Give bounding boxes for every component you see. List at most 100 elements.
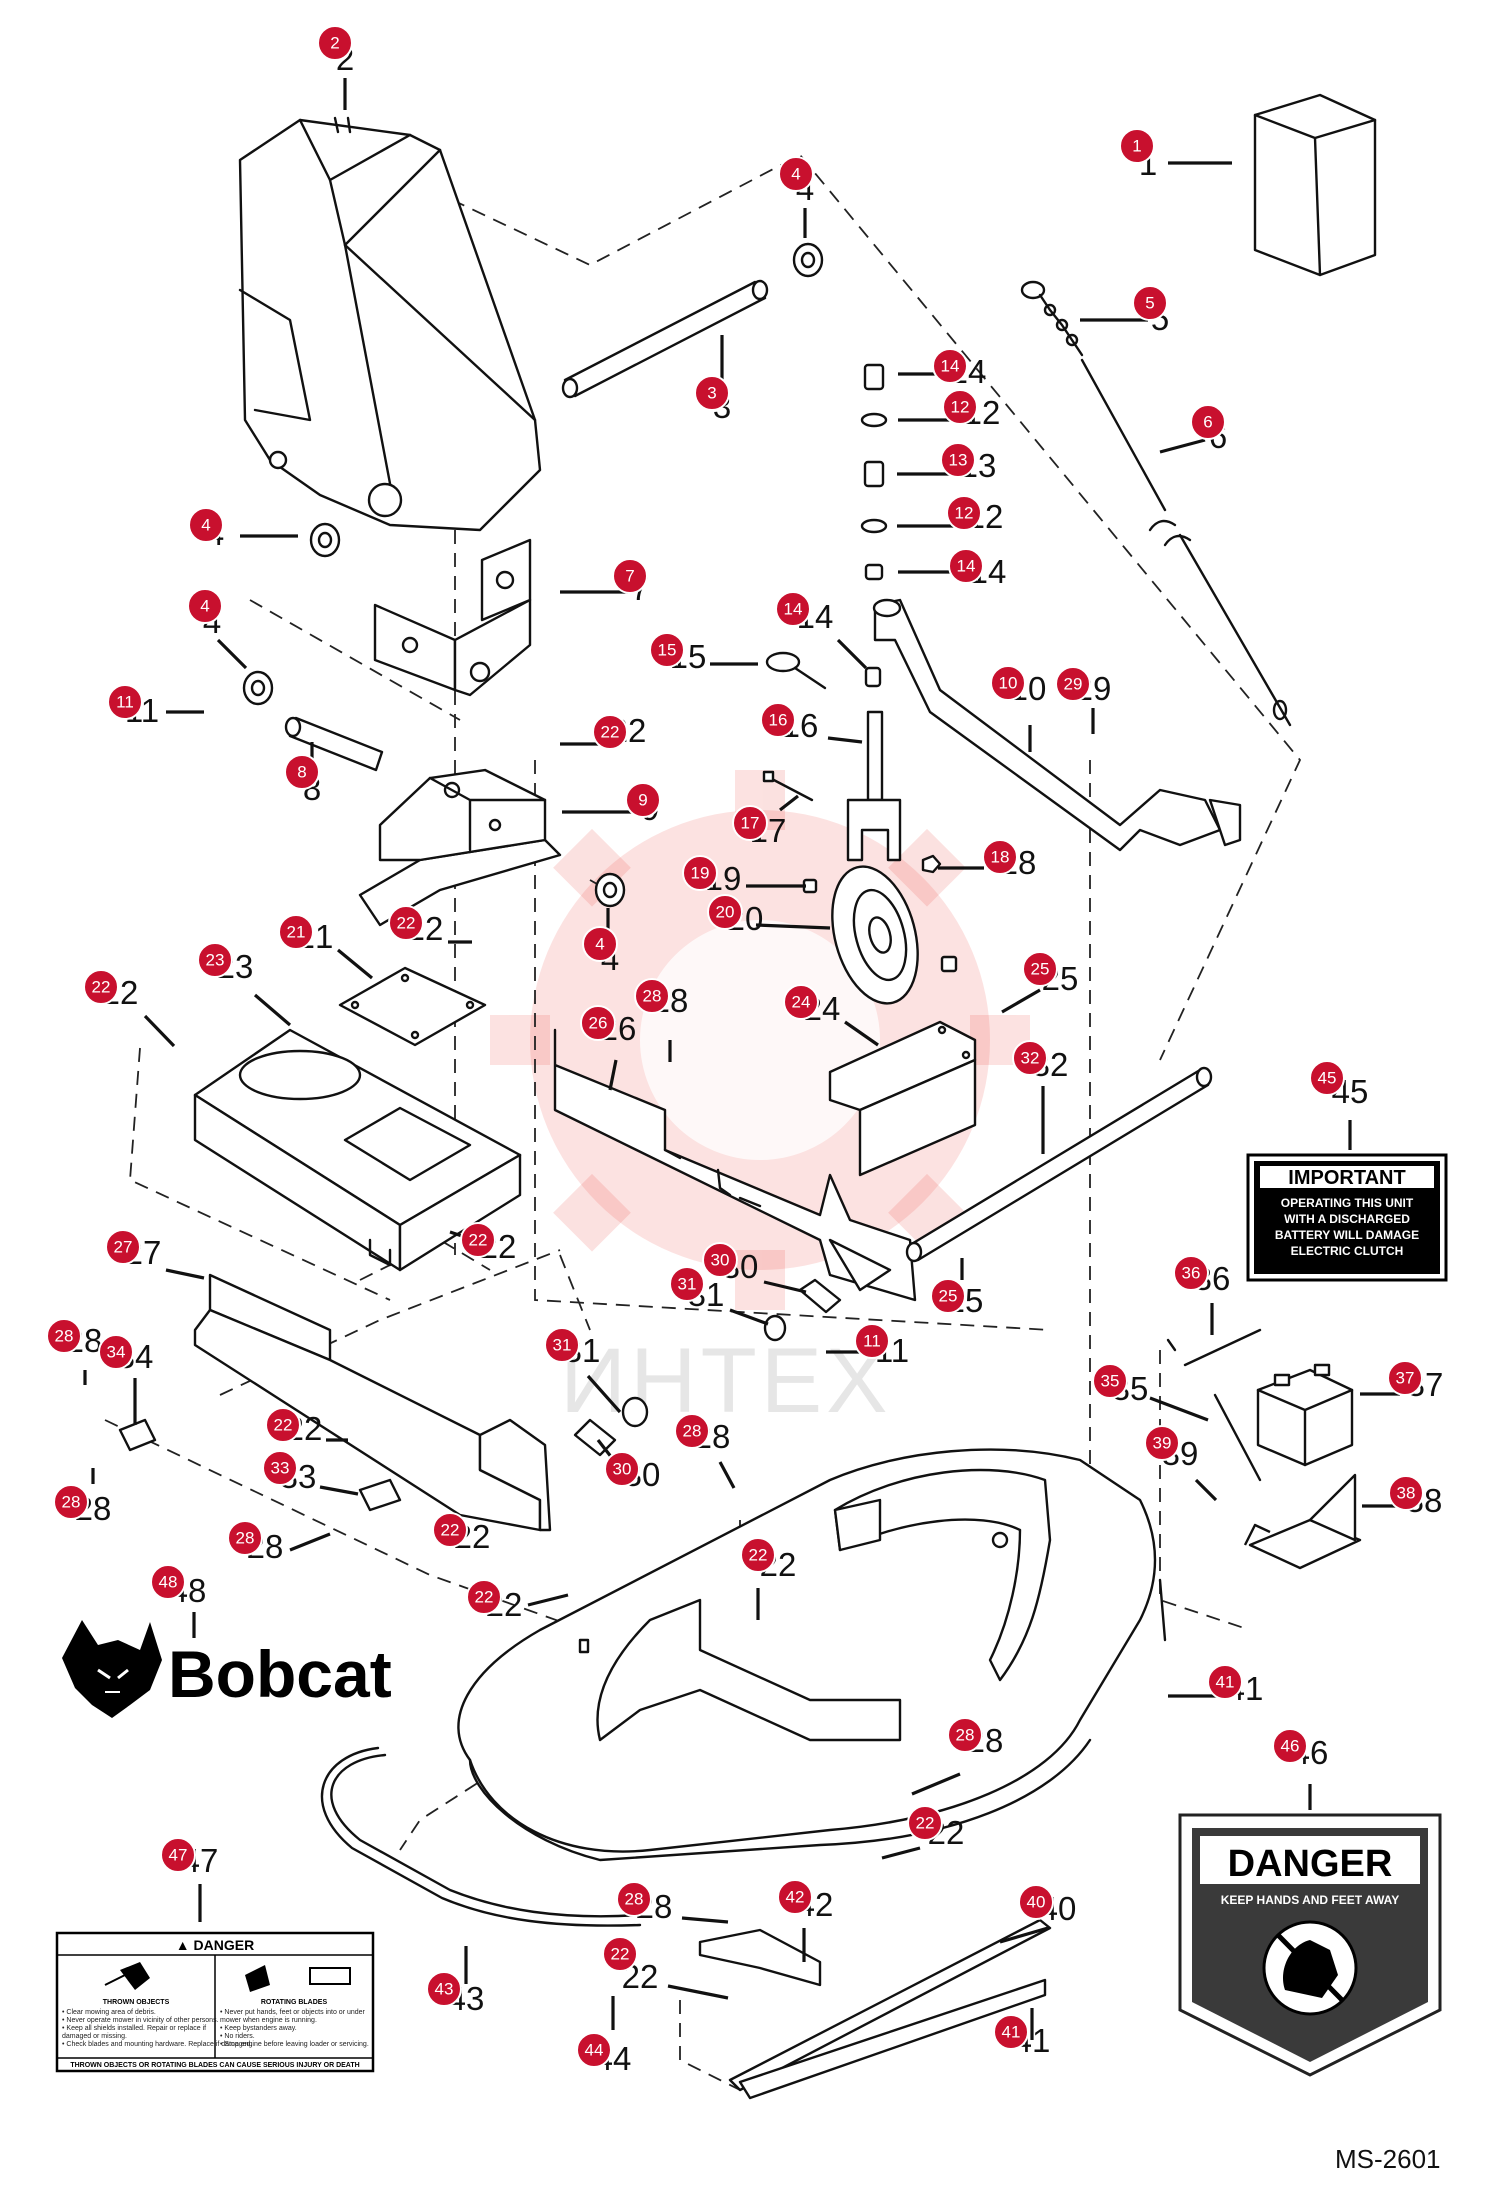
callout-badge: 46	[1272, 1728, 1308, 1764]
bearing-31-right	[763, 1314, 787, 1342]
col1-line-1: • Clear mowing area of debris.	[62, 2009, 156, 2016]
callout-leader-line	[1194, 1478, 1218, 1502]
important-line-4: ELECTRIC CLUTCH	[1291, 1244, 1404, 1258]
callout-badge-label: 22	[601, 723, 620, 742]
callout-badge: 22	[466, 1579, 502, 1615]
callout-badge: 18	[982, 839, 1018, 875]
callout-badge-label: 30	[711, 1251, 730, 1270]
callout-badge-label: 24	[792, 993, 811, 1012]
callout-badge-label: 8	[297, 763, 306, 782]
callout-badge: 27	[105, 1229, 141, 1265]
callout-badge-label: 25	[1031, 960, 1050, 979]
callout-4: 44	[582, 908, 619, 977]
callout-badge-label: 46	[1281, 1737, 1300, 1756]
bolt-17	[762, 770, 814, 802]
bracket-30-right	[798, 1278, 842, 1314]
callout-badge: 28	[53, 1484, 89, 1520]
callout-badge-label: 12	[951, 398, 970, 417]
danger-hands-title: DANGER	[1228, 1843, 1393, 1885]
callout-leader-line	[911, 1772, 961, 1796]
callout-badge-label: 2	[330, 34, 339, 53]
callout-badge: 23	[197, 942, 233, 978]
callout-badge-label: 12	[955, 504, 974, 523]
callout-badge: 17	[732, 805, 768, 841]
callout-badge: 25	[930, 1278, 966, 1314]
callout-badge-label: 3	[707, 384, 716, 403]
shaft-3	[561, 279, 769, 399]
rod-35	[1213, 1393, 1262, 1482]
spacer-stack	[860, 363, 888, 688]
battery-37	[1256, 1363, 1354, 1467]
callout-badge-label: 21	[287, 923, 306, 942]
callout-badge-label: 28	[956, 1726, 975, 1745]
callout-badge-label: 30	[613, 1460, 632, 1479]
caster-wheel-20	[831, 865, 958, 1005]
callout-badge: 2	[317, 25, 353, 61]
callout-badge-label: 20	[716, 903, 735, 922]
callout-badge-label: 28	[236, 1529, 255, 1548]
callout-leader-line	[1149, 1396, 1209, 1422]
callout-badge: 13	[940, 442, 976, 478]
callout-badge-label: 28	[62, 1493, 81, 1512]
callout-badge: 22	[83, 969, 119, 1005]
callout-badge-label: 39	[1153, 1434, 1172, 1453]
callout-badge-label: 16	[769, 711, 788, 730]
callout-leader-line	[999, 1926, 1049, 1944]
callout-leader-line	[827, 736, 863, 744]
callout-leader-line	[763, 1280, 807, 1294]
important-line-2: WITH A DISCHARGED	[1284, 1212, 1410, 1226]
brand-name: Bobcat	[168, 1637, 392, 1711]
bearing-4-top	[792, 242, 824, 278]
callout-badge-label: 14	[784, 600, 803, 619]
decal-danger-hands: DANGER KEEP HANDS AND FEET AWAY	[1178, 1813, 1442, 2077]
callout-badge: 22	[460, 1222, 496, 1258]
callout-badge: 21	[278, 914, 314, 950]
callout-badge-label: 11	[116, 693, 134, 712]
gearbox-housing	[238, 116, 542, 532]
clip-33	[358, 1478, 402, 1512]
callout-badge: 19	[682, 855, 718, 891]
callout-badge-label: 4	[200, 597, 209, 616]
bracket-7	[373, 538, 532, 697]
callout-badge: 25	[1022, 951, 1058, 987]
mount-bar-27	[193, 1273, 552, 1532]
watermark-text: ИНТЕХ	[560, 1330, 892, 1432]
frame-23	[193, 1028, 522, 1272]
callout-badge-label: 48	[159, 1573, 178, 1592]
callout-badge-label: 7	[625, 567, 634, 586]
callout-badge-label: 19	[691, 864, 710, 883]
callout-badge: 12	[946, 495, 982, 531]
callout-badge: 24	[783, 984, 819, 1020]
callout-leader-line	[289, 1532, 331, 1552]
callout-badge-label: 29	[1064, 675, 1083, 694]
callout-leader-line	[143, 1014, 176, 1048]
callout-badge: 7	[612, 558, 648, 594]
callout-badge: 44	[576, 2032, 612, 2068]
